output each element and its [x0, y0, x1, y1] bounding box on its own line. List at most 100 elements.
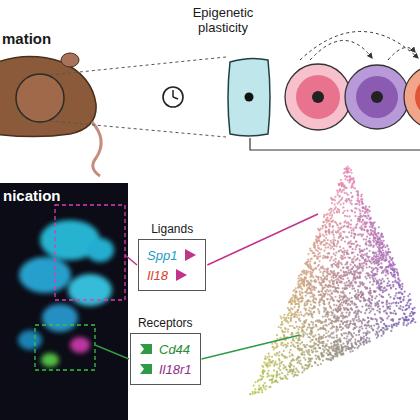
cell-dot — [385, 274, 387, 276]
cell-dot — [339, 303, 341, 305]
cell-dot — [287, 373, 289, 375]
cell-dot — [270, 361, 272, 363]
cell-dot — [329, 214, 331, 216]
cell-dot — [393, 298, 395, 300]
cell-dot — [278, 351, 280, 353]
cell-dot — [354, 259, 356, 261]
cell-dot — [355, 281, 357, 283]
cell-dot — [299, 343, 301, 345]
cell-dot — [282, 345, 284, 347]
cell-dot — [383, 287, 385, 289]
cell-dot — [342, 202, 344, 204]
cell-dot — [396, 271, 398, 273]
cell-dot — [308, 287, 310, 289]
cell-dot — [291, 333, 293, 335]
cell-dot — [372, 239, 374, 241]
cell-dot — [392, 320, 394, 322]
cell-dot — [388, 261, 390, 263]
cell-dot — [294, 306, 296, 308]
cell-dot — [350, 338, 352, 340]
cell-dot — [354, 295, 356, 297]
cell-dot — [356, 200, 358, 202]
cell-dot — [363, 341, 365, 343]
cell-dot — [350, 308, 352, 310]
cell-dot — [376, 332, 378, 334]
cell-dot — [339, 195, 341, 197]
cell-dot — [304, 313, 306, 315]
cell-dot — [372, 261, 374, 263]
cell-dot — [350, 169, 352, 171]
cell-dot — [392, 281, 394, 283]
cell-dot — [317, 344, 319, 346]
cell-dot — [345, 176, 347, 178]
cell-dot — [280, 342, 282, 344]
cell-dot — [254, 391, 256, 393]
cell-dot — [371, 226, 373, 228]
cell-dot — [330, 347, 332, 349]
cell-dot — [330, 197, 332, 199]
cell-dot — [342, 226, 344, 228]
cell-dot — [349, 264, 351, 266]
cell-dot — [402, 299, 404, 301]
cell-dot — [299, 283, 301, 285]
cell-dot — [343, 192, 345, 194]
cell-dot — [376, 337, 378, 339]
cell-dot — [339, 281, 341, 283]
cell-dot — [339, 295, 341, 297]
cell-dot — [286, 369, 288, 371]
cell-dot — [406, 324, 408, 326]
cell-dot — [339, 223, 341, 225]
cell-dot — [355, 316, 357, 318]
cell-dot — [316, 257, 318, 259]
cell-dot — [339, 324, 341, 326]
cell-dot — [290, 364, 292, 366]
cell-dot — [352, 262, 354, 264]
cell-dot — [395, 325, 397, 327]
cell-dot — [383, 258, 385, 260]
cell-dot — [295, 291, 297, 293]
cell-dot — [382, 296, 384, 298]
cell-dot — [267, 370, 269, 372]
cell-dot — [371, 267, 373, 269]
cell-dot — [308, 357, 310, 359]
cell-dot — [332, 230, 334, 232]
cell-dot — [297, 277, 299, 279]
cell-dot — [333, 248, 335, 250]
cell-dot — [344, 257, 346, 259]
cell-dot — [299, 293, 301, 295]
cell-dot — [309, 337, 311, 339]
cell-dot — [343, 337, 345, 339]
cell-dot — [310, 346, 312, 348]
cell-dot — [341, 287, 343, 289]
cell-dot — [397, 281, 399, 283]
cell-dot — [278, 354, 280, 356]
cell-dot — [340, 191, 342, 193]
cell-dot — [342, 231, 344, 233]
cell-dot — [333, 342, 335, 344]
cell-dot — [368, 338, 370, 340]
cell-dot — [327, 256, 329, 258]
cell-dot — [309, 300, 311, 302]
cell-dot — [315, 324, 317, 326]
cell-dot — [311, 365, 313, 367]
cell-dot — [344, 171, 346, 173]
cell-states — [228, 31, 420, 150]
cell-dot — [276, 374, 278, 376]
cell-dot — [346, 215, 348, 217]
cell-dot — [330, 247, 332, 249]
cell-dot — [328, 323, 330, 325]
cell-dot — [388, 315, 390, 317]
cell-dot — [339, 340, 341, 342]
cell-dot — [343, 282, 345, 284]
cell-dot — [380, 295, 382, 297]
cell-dot — [301, 274, 303, 276]
cell-dot — [376, 253, 378, 255]
cell-dot — [330, 264, 332, 266]
cell-dot — [278, 326, 280, 328]
cell-dot — [353, 312, 355, 314]
cell-dot — [367, 214, 369, 216]
cell-dot — [341, 184, 343, 186]
cell-dot — [354, 342, 356, 344]
cell-dot — [383, 244, 385, 246]
cell-dot — [337, 310, 339, 312]
